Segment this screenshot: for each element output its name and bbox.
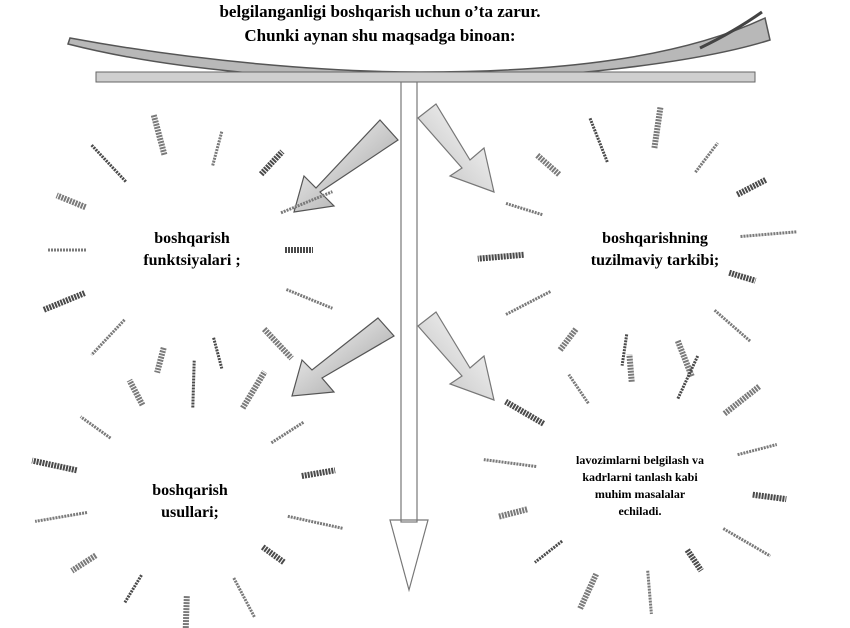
starburst-ray: [723, 529, 770, 556]
starburst-ray: [154, 115, 165, 155]
positions-label: lavozimlarni belgilash va kadrlarni tanl…: [540, 452, 740, 520]
starburst-ray: [478, 255, 524, 259]
starburst-ray: [263, 547, 284, 562]
starburst-ray: [753, 495, 787, 499]
header-text: belgilanganligi boshqarish uchun o’ta za…: [150, 0, 610, 48]
arrow-to-methods: [292, 318, 394, 396]
starburst-ray: [484, 460, 536, 467]
functions-line-1: boshqarish: [112, 228, 272, 250]
positions-line-4: echiladi.: [540, 503, 740, 520]
starburst-ray: [288, 516, 343, 528]
starburst-ray: [622, 334, 627, 365]
starburst-ray: [560, 329, 576, 350]
starburst-ray: [72, 555, 96, 570]
starburst-ray: [213, 132, 222, 166]
arrow-to-positions: [418, 312, 494, 400]
starburst-ray: [729, 273, 755, 281]
starburst-ray: [129, 380, 142, 405]
starburst-ray: [687, 550, 701, 571]
starburst-ray: [92, 145, 126, 182]
starburst-ray: [302, 470, 335, 476]
starburst-ray: [535, 541, 562, 562]
methods-line-1: boshqarish: [110, 480, 270, 502]
starburst-ray: [590, 118, 608, 162]
starburst-ray: [506, 203, 543, 214]
starburst-ray: [537, 155, 559, 175]
starburst-ray: [286, 290, 332, 309]
starburst-ray: [35, 513, 87, 522]
header-line-1: belgilanganligi boshqarish uchun o’ta za…: [150, 0, 610, 24]
starburst-ray: [569, 375, 589, 404]
starburst-ray: [157, 348, 164, 373]
functions-label: boshqarish funktsiyalari ;: [112, 228, 272, 272]
positions-line-1: lavozimlarni belgilash va: [540, 452, 740, 469]
arrow-to-structure: [418, 104, 494, 192]
starburst-ray: [43, 293, 85, 310]
starburst-ray: [92, 320, 125, 355]
structure-label: boshqarishning tuzilmaviy tarkibi;: [555, 228, 755, 272]
arrow-to-functions: [294, 120, 398, 212]
starburst-ray: [654, 108, 660, 149]
methods-line-2: usullari;: [110, 502, 270, 524]
starburst-ray: [264, 329, 291, 358]
starburst-ray: [580, 574, 596, 609]
starburst-ray: [32, 461, 77, 471]
starburst-decorations: [32, 108, 797, 628]
methods-label: boshqarish usullari;: [110, 480, 270, 524]
starburst-ray: [271, 422, 304, 443]
positions-line-3: muhim masalalar: [540, 486, 740, 503]
starburst-ray: [725, 386, 760, 414]
functions-line-2: funktsiyalari ;: [112, 250, 272, 272]
starburst-ray: [186, 596, 187, 628]
starburst-ray: [678, 355, 698, 399]
starburst-ray: [506, 402, 544, 424]
starburst-ray: [81, 417, 111, 438]
starburst-ray: [193, 361, 194, 408]
starburst-ray: [125, 575, 142, 603]
starburst-ray: [737, 180, 766, 195]
starburst-ray: [499, 509, 528, 516]
starburst-ray: [234, 578, 255, 618]
starburst-ray: [648, 571, 652, 614]
starburst-ray: [715, 310, 751, 341]
structure-line-2: tuzilmaviy tarkibi;: [555, 250, 755, 272]
starburst-ray: [57, 195, 86, 207]
starburst-ray: [695, 143, 717, 172]
structure-line-1: boshqarishning: [555, 228, 755, 250]
header-line-2: Chunki aynan shu maqsadga binoan:: [150, 24, 610, 48]
starburst-ray: [738, 445, 777, 455]
starburst-ray: [261, 152, 282, 175]
starburst-ray: [629, 355, 631, 382]
starburst-ray: [505, 292, 550, 315]
central-arrow: [390, 82, 428, 590]
starburst-ray: [678, 341, 692, 377]
starburst-ray: [214, 338, 222, 369]
starburst-ray: [243, 372, 265, 408]
positions-line-2: kadrlarni tanlash kabi: [540, 469, 740, 486]
